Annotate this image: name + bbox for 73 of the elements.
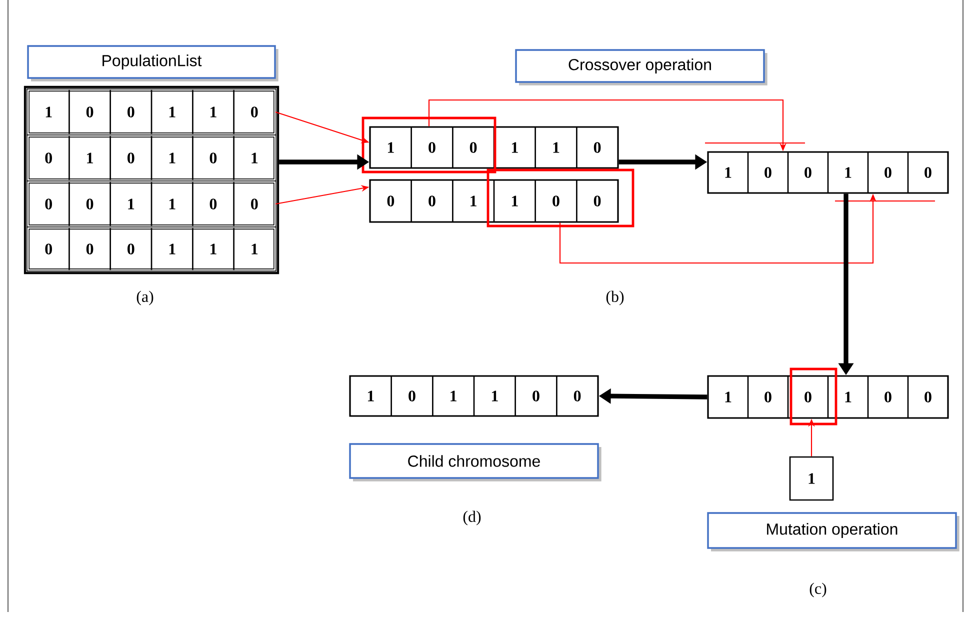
bit-digit: 1	[450, 390, 456, 402]
panel-label: (a)	[136, 290, 154, 306]
bit-digit: 0	[428, 142, 436, 153]
bit-digit: 0	[387, 196, 394, 206]
bit-digit: 1	[470, 196, 476, 206]
chromosome-row	[707, 151, 949, 194]
bit-digit: 1	[725, 392, 732, 402]
bit-box: 1	[789, 456, 834, 501]
bit-digit: 1	[87, 152, 93, 164]
panel-label: (d)	[463, 510, 481, 526]
chromosome-row	[26, 180, 276, 228]
bit-digit: 1	[210, 244, 216, 254]
bit-digit: 1	[388, 142, 394, 153]
bit-digit: 1	[210, 106, 216, 118]
bit-digit: 0	[210, 198, 217, 210]
chromosome-row	[369, 126, 619, 169]
panel-label: (b)	[606, 290, 624, 306]
bit-digit: 0	[574, 390, 581, 402]
bit-digit: 0	[128, 244, 134, 254]
bit-digit: 0	[764, 167, 772, 178]
bit-digit: 0	[86, 198, 94, 210]
bit-digit: 0	[470, 142, 477, 153]
bit-digit: 1	[169, 198, 176, 210]
bit-digit: 0	[210, 152, 217, 164]
bit-digit: 0	[128, 106, 134, 118]
bit-digit: 1	[46, 106, 52, 118]
bit-digit: 0	[86, 244, 94, 254]
bit-digit: 0	[804, 392, 812, 402]
bit-digit: 1	[169, 106, 176, 118]
bit-digit: 0	[251, 198, 258, 210]
bit-digit: 1	[368, 390, 374, 402]
bit-digit: 0	[251, 106, 258, 118]
chromosome-row	[26, 88, 276, 136]
bit-digit: 0	[532, 390, 540, 402]
bit-digit: 1	[845, 167, 852, 178]
chromosome-row	[26, 226, 276, 272]
panel-label: (c)	[810, 582, 826, 598]
bit-digit: 1	[512, 142, 518, 153]
bit-digit: 0	[884, 392, 892, 402]
bit-digit: 0	[884, 167, 892, 178]
title-box: Mutation operation	[707, 512, 960, 552]
bit-digit: 1	[492, 390, 498, 402]
bit-digit: 1	[553, 142, 560, 153]
bit-digit: 0	[428, 196, 436, 206]
chromosome-row	[26, 134, 276, 182]
bit-digit: 1	[725, 167, 732, 178]
bit-digit: 0	[45, 244, 52, 254]
title-box: PopulationList	[27, 45, 278, 82]
title-box: Crossover operation	[515, 49, 768, 86]
bit-digit: 0	[594, 142, 601, 153]
bit-digit: 0	[408, 390, 416, 402]
bit-digit: 1	[845, 392, 852, 402]
bit-digit: 1	[169, 244, 176, 254]
bit-digit: 0	[924, 167, 932, 178]
bit-digit: 1	[252, 152, 258, 164]
bit-digit: 1	[512, 196, 518, 206]
bit-digit: 0	[764, 392, 772, 402]
chromosome-row	[369, 179, 619, 223]
bit-digit: 0	[924, 392, 932, 402]
title-box: Child chromosome	[349, 443, 602, 482]
chromosome-row	[707, 375, 949, 419]
bit-digit: 1	[169, 152, 176, 164]
bit-digit: 0	[45, 152, 52, 164]
chromosome-row	[349, 375, 599, 417]
bit-digit: 1	[128, 198, 134, 210]
bit-digit: 0	[594, 196, 601, 206]
population-grid	[24, 86, 280, 274]
bit-digit: 1	[252, 244, 258, 254]
bit-digit: 0	[552, 196, 560, 206]
bit-digit: 0	[128, 152, 134, 164]
bit-digit: 0	[86, 106, 94, 118]
bit-digit: 0	[45, 198, 52, 210]
bit-digit: 0	[804, 167, 812, 178]
